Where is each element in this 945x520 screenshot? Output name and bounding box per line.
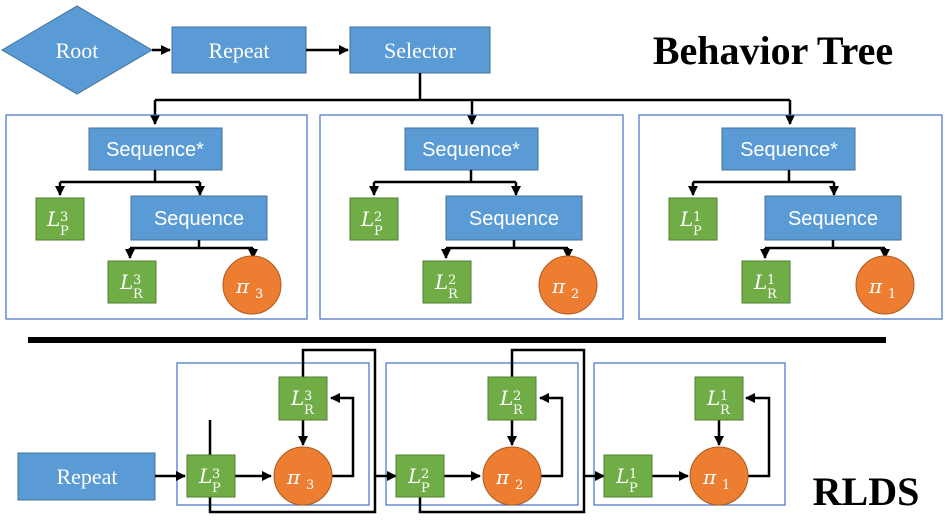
lp-node [35,197,85,241]
rlds-lr2-label: L [499,386,513,410]
rlds-pi2-node [482,446,542,506]
policy-label: π [868,274,883,298]
subtree-frame-2 [319,114,624,320]
repeat-bottom-node [17,452,156,501]
rlds-frame-2 [385,362,579,506]
policy-sub: 2 [571,287,579,302]
lr-node [107,260,157,304]
lp-sub: P [693,224,702,239]
rlds-lp2-label: L [407,464,421,488]
lr-node [741,260,791,304]
rlds-lp2-node [395,454,445,498]
sequence-star-node [721,127,856,171]
sequence-star-label: Sequence* [106,139,204,161]
rlds-pi3-node [273,446,333,506]
rlds-lp2-sub: P [421,481,430,496]
sequence-star-node [404,127,539,171]
sequence-node [445,195,583,241]
sequence-label: Sequence [154,208,244,230]
policy-sub: 1 [888,287,896,302]
rlds-pi2-label: π [495,465,510,489]
policy-label: π [235,274,250,298]
rlds-lp3-node [186,454,236,498]
rlds-edges [155,348,771,514]
rlds-lr1-label: L [706,386,720,410]
policy-node [538,255,598,315]
rlds-lp3-label: L [198,464,212,488]
rlds-lp3-sub: P [212,481,221,496]
subtree-frame-1 [638,114,943,320]
sequence-node [764,195,902,241]
repeat-top-label: Repeat [208,38,269,63]
sequence-star-label: Sequence* [740,139,838,161]
sequence-label: Sequence [469,208,559,230]
rlds-lr2-sub: R [513,403,524,418]
rlds-lr3-node [278,376,328,421]
selector-branches [150,73,795,125]
selector-node [349,26,491,74]
rlds-lr3-sup: 3 [304,389,312,404]
policy-node [855,255,915,315]
rlds-pi1-node [689,446,749,506]
lr-label: L [119,270,133,294]
subtree-2: Sequence* L 2 P Sequence L 2 R π 2 [349,127,598,315]
lp-sup: 1 [693,210,701,225]
selector-label: Selector [384,38,457,63]
policy-label: π [551,274,566,298]
root-label: Root [56,38,99,63]
lr-sub: R [448,287,459,302]
sequence-node [130,195,268,241]
sequence-star-node [88,127,223,171]
subtree-frame-3 [5,114,308,320]
lp-sub: P [374,224,383,239]
lr-sub: R [133,287,144,302]
repeat-bottom-label: Repeat [56,464,117,489]
rlds-frame-1 [593,362,786,506]
subtree-1: Sequence* L 1 P Sequence L 1 R π 1 [668,127,915,315]
lp-node [668,197,718,241]
policy-node [222,255,282,315]
lp-label: L [46,207,60,231]
rlds-lp1-sup: 1 [629,467,637,482]
rlds-lr2-sup: 2 [513,389,521,404]
rlds-lr2-node [487,376,537,421]
rlds-lr1-sup: 1 [720,389,728,404]
rlds-pi1-sub: 1 [722,478,730,493]
lr-label: L [434,270,448,294]
lp-node [349,197,399,241]
rlds-lr3-sub: R [304,403,315,418]
lr-node [422,260,472,304]
lp-sup: 3 [60,210,68,225]
sequence-label: Sequence [788,208,878,230]
rlds-lr1-sub: R [720,403,731,418]
lp-sub: P [60,224,69,239]
rlds-lp1-node [603,454,653,498]
rlds-title: RLDS [813,469,920,514]
repeat-top-node [171,26,307,74]
rlds-pi3-label: π [286,465,301,489]
rlds-frame-3 [176,362,370,506]
sequence-star-label: Sequence* [422,139,520,161]
lr-sup: 2 [448,273,456,288]
subtree-3: Sequence* L 3 P Sequence L 3 R π 3 [35,127,282,315]
rlds-lp1-sub: P [629,481,638,496]
policy-sub: 3 [255,287,263,302]
rlds-lr3-label: L [290,386,304,410]
rlds-pi2-sub: 2 [515,478,523,493]
lr-sup: 1 [767,273,775,288]
rlds-lp2-sup: 2 [421,467,429,482]
rlds-pi3-sub: 3 [306,478,314,493]
behavior-tree-title: Behavior Tree [653,28,893,73]
rlds-lr1-node [694,376,744,421]
rlds-lp1-label: L [615,464,629,488]
lp-sup: 2 [374,210,382,225]
lr-label: L [753,270,767,294]
lp-label: L [360,207,374,231]
rlds-pi1-label: π [702,465,717,489]
rlds-lp3-sup: 3 [212,467,220,482]
lr-sup: 3 [133,273,141,288]
lr-sub: R [767,287,778,302]
lp-label: L [679,207,693,231]
